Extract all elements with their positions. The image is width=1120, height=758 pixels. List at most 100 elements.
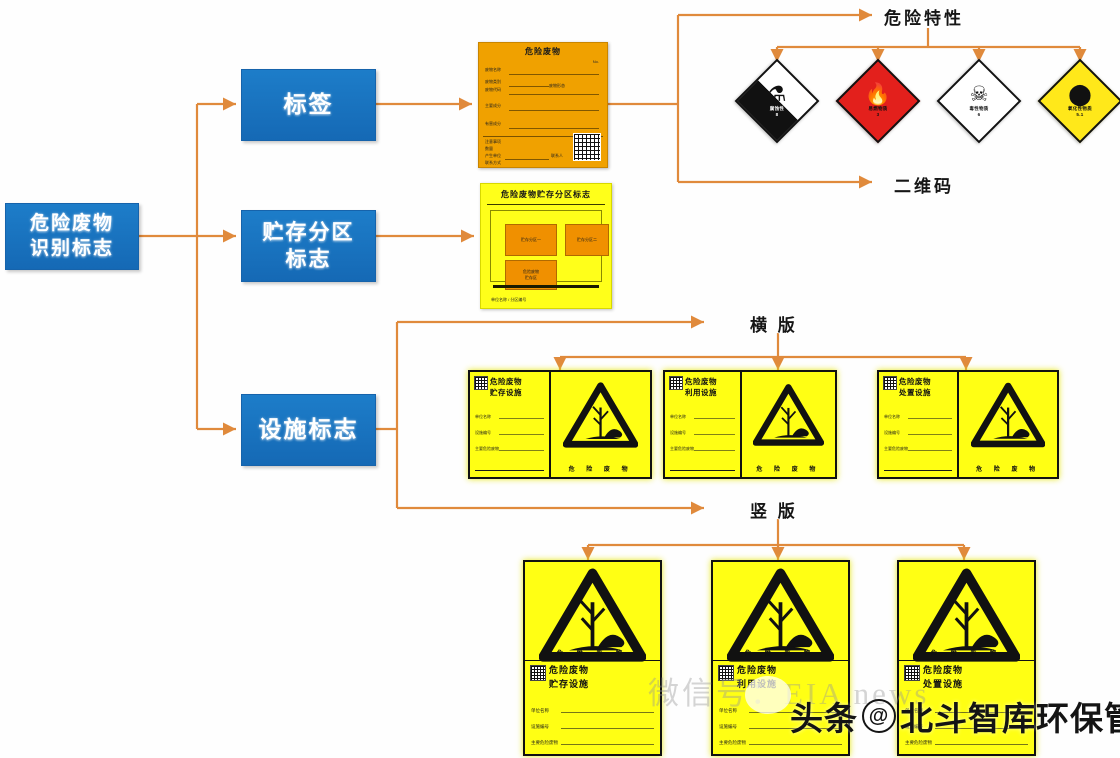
skull-icon: ☠ xyxy=(969,82,989,106)
horizontal-sign-2-title: 危险废物 处置设施 xyxy=(899,377,931,397)
watermark-blob xyxy=(745,676,791,714)
environment-hazard-triangle-icon xyxy=(538,568,647,662)
horizontal-sign-1-caption: 危 险 废 物 xyxy=(756,467,821,473)
label-field-0: 废物名称 xyxy=(485,67,501,72)
vertical-sign-1-row-0: 单位名称 xyxy=(719,708,842,714)
caption-vertical-version: 竖 版 xyxy=(750,502,798,521)
qr-code-icon xyxy=(883,376,897,390)
horizontal-sign-2-caption: 危 险 废 物 xyxy=(976,467,1041,473)
vertical-sign-2-row-0: 单位名称 xyxy=(905,708,1028,714)
horizontal-sign-1-row-0: 单位名称 xyxy=(670,414,735,420)
vertical-sign-0-caption: 危 险 废 物 xyxy=(556,651,628,657)
node-facility-sign[interactable]: 设施标志 xyxy=(241,394,376,466)
hazard-diamond-flammable-text: 易燃物质 3 xyxy=(868,105,888,117)
hazard-diamond-toxic[interactable]: ☠ 毒性物质 6 xyxy=(936,58,1022,144)
hazard-diamond-oxidizer[interactable]: ⬤ 氧化性物质 5.1 xyxy=(1037,58,1120,144)
label-field-6: 注意事项 xyxy=(485,139,501,144)
watermark-prefix: 头条 xyxy=(790,700,858,737)
vertical-sign-0-row-2: 主要危险废物 xyxy=(531,740,654,746)
environment-hazard-triangle-icon xyxy=(563,378,639,452)
label-field-10: 联系方式 xyxy=(485,160,501,165)
environment-hazard-triangle-icon xyxy=(726,568,835,662)
hazard-diamond-oxidizer-text: 氧化性物质 5.1 xyxy=(1068,105,1092,117)
horizontal-sign-1-graphic-panel: 危 险 废 物 xyxy=(742,372,835,477)
hazard-diamond-toxic-text: 毒性物质 6 xyxy=(969,105,989,117)
label-field-5: 有害成分 xyxy=(485,121,501,126)
environment-hazard-triangle-icon xyxy=(752,378,824,452)
horizontal-sign-1-row-1: 设施编号 xyxy=(670,430,735,436)
hazardous-waste-label-card[interactable]: 危险废物 No. 废物名称 废物类别 废物代码 废物形态 主要成分 有害成分 注… xyxy=(478,42,608,168)
qr-code-icon xyxy=(904,665,920,681)
horizontal-sign-0-graphic-panel: 危 险 废 物 xyxy=(551,372,650,477)
qr-code-icon xyxy=(718,665,734,681)
hazard-diamond-corrosive-text: 腐蚀性 8 xyxy=(769,105,785,117)
vertical-sign-1[interactable]: 危 险 废 物 危险废物 利用设施 单位名称 设施编号 主要危险废物 xyxy=(711,560,850,756)
vertical-sign-1-caption: 危 险 废 物 xyxy=(744,651,816,657)
vertical-sign-2-row-2: 主要危险废物 xyxy=(905,740,1028,746)
horizontal-sign-2-row-0: 单位名称 xyxy=(884,414,953,420)
flame-icon: 🔥 xyxy=(864,82,892,106)
horizontal-sign-0-caption: 危 险 废 物 xyxy=(568,467,633,473)
zone-cell-1: 贮存分区二 xyxy=(565,224,609,256)
node-root-label: 危险废物 识别标志 xyxy=(29,212,114,259)
vertical-sign-0-row-0: 单位名称 xyxy=(531,708,654,714)
label-field-2: 废物代码 xyxy=(485,87,501,92)
label-field-8: 产生单位 xyxy=(485,153,501,158)
qr-code-icon xyxy=(530,665,546,681)
at-sign-icon: @ xyxy=(862,699,896,733)
horizontal-sign-0-row-1: 设施编号 xyxy=(475,430,545,436)
caption-horizontal-version: 横 版 xyxy=(750,316,798,335)
oxidizer-flame-circle-icon: ⬤ xyxy=(1068,82,1092,106)
vertical-sign-0-title: 危险废物 贮存设施 xyxy=(549,665,590,689)
caption-hazard-characteristics: 危险特性 xyxy=(884,9,964,28)
horizontal-sign-2-text-panel: 危险废物 处置设施 单位名称 设施编号 主要危险废物 xyxy=(879,372,960,477)
vertical-sign-2-row-1: 设施编号 xyxy=(905,724,1028,730)
node-storage-zone-sign-text: 贮存分区 标志 xyxy=(262,220,355,271)
horizontal-sign-0-row-0: 单位名称 xyxy=(475,414,545,420)
vertical-sign-2[interactable]: 危 险 废 物 危险废物 处置设施 单位名称 设施编号 主要危险废物 xyxy=(897,560,1036,756)
horizontal-sign-1[interactable]: 危险废物 利用设施 单位名称 设施编号 主要危险废物 危 险 废 物 xyxy=(663,370,837,479)
vertical-sign-0-row-1: 设施编号 xyxy=(531,724,654,730)
hazard-diamond-corrosive[interactable]: ⚗ 腐蚀性 8 xyxy=(734,58,820,144)
zone-cell-0: 贮存分区一 xyxy=(505,224,557,256)
horizontal-sign-2-graphic-panel: 危 险 废 物 xyxy=(959,372,1057,477)
vertical-sign-2-title: 危险废物 处置设施 xyxy=(923,665,964,689)
node-root[interactable]: 危险废物 识别标志 xyxy=(5,203,139,270)
hazard-diamond-flammable[interactable]: 🔥 易燃物质 3 xyxy=(835,58,921,144)
label-card-number: No. xyxy=(592,59,599,64)
horizontal-sign-2-row-1: 设施编号 xyxy=(884,430,953,436)
node-storage-zone-sign[interactable]: 贮存分区 标志 xyxy=(241,210,376,282)
corrosive-icon: ⚗ xyxy=(767,82,787,106)
horizontal-sign-2[interactable]: 危险废物 处置设施 单位名称 设施编号 主要危险废物 危 险 废 物 xyxy=(877,370,1059,479)
horizontal-sign-2-row-2: 主要危险废物 xyxy=(884,446,953,452)
environment-hazard-triangle-icon xyxy=(912,568,1021,662)
label-card-title: 危险废物 xyxy=(525,47,561,56)
horizontal-sign-0-text-panel: 危险废物 贮存设施 单位名称 设施编号 主要危险废物 xyxy=(470,372,552,477)
horizontal-sign-1-text-panel: 危险废物 利用设施 单位名称 设施编号 主要危险废物 xyxy=(665,372,742,477)
caption-qr-code: 二维码 xyxy=(894,177,954,196)
vertical-sign-1-row-1: 设施编号 xyxy=(719,724,842,730)
label-field-3: 废物形态 xyxy=(549,83,565,88)
vertical-sign-1-row-2: 主要危险废物 xyxy=(719,740,842,746)
label-field-9: 联系人 xyxy=(551,153,563,158)
watermark-account: 头条 @ 北斗智库环保管家 xyxy=(790,692,1120,740)
storage-zone-sign-card[interactable]: 危险废物贮存分区标志 贮存分区一 贮存分区二 危险废物 贮存区 单位名称 / 分… xyxy=(480,183,612,309)
environment-hazard-triangle-icon xyxy=(971,378,1046,452)
horizontal-sign-1-title: 危险废物 利用设施 xyxy=(685,377,717,397)
zone-card-title: 危险废物贮存分区标志 xyxy=(501,190,591,199)
horizontal-sign-0-row-2: 主要危险废物 xyxy=(475,446,545,452)
horizontal-sign-0[interactable]: 危险废物 贮存设施 单位名称 设施编号 主要危险废物 危 险 废 物 xyxy=(468,370,652,479)
label-field-4: 主要成分 xyxy=(485,103,501,108)
label-field-7: 数量 xyxy=(485,146,493,151)
node-facility-sign-text: 设施标志 xyxy=(258,416,359,443)
watermark-account-name: 北斗智库环保管家 xyxy=(900,700,1120,737)
zone-card-footer: 单位名称 / 分区编号 xyxy=(491,297,527,302)
node-label-sign[interactable]: 标签 xyxy=(241,69,376,141)
qr-code-icon xyxy=(669,376,683,390)
vertical-sign-0[interactable]: 危 险 废 物 危险废物 贮存设施 单位名称 设施编号 主要危险废物 xyxy=(523,560,662,756)
qr-code-icon xyxy=(474,376,488,390)
horizontal-sign-0-title: 危险废物 贮存设施 xyxy=(490,377,522,397)
node-label-sign-text: 标签 xyxy=(283,91,334,118)
horizontal-sign-1-row-2: 主要危险废物 xyxy=(670,446,735,452)
